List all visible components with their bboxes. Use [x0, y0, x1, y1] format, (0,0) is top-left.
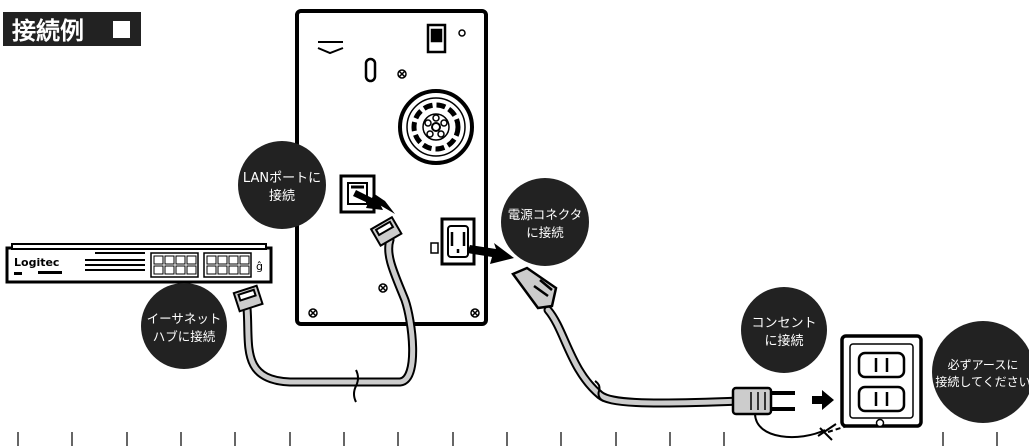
callout-hub-line2: ハブに接続 [153, 329, 216, 344]
screw-icon [308, 308, 318, 318]
lan-cable [232, 190, 418, 403]
header-title: 接続例 [12, 17, 84, 45]
callout-earth-line2: 接続してください [935, 374, 1029, 389]
callout-hub-line1: イーサネット [147, 311, 222, 326]
switch-power-glyph: ĝ [256, 260, 263, 273]
callout-earth: 必ずアースに 接続してください [932, 321, 1029, 423]
wall-outlet [840, 334, 923, 428]
iec-plug-icon [511, 266, 558, 310]
rj45-plug-icon [369, 215, 403, 248]
switch-brand-label: Logitec [14, 256, 59, 269]
callout-outlet: コンセント に接続 [741, 287, 827, 373]
callout-earth-line1: 必ずアースに [948, 358, 1019, 372]
rj45-plug-icon [232, 284, 264, 313]
callout-power-line1: 電源コネクタ [508, 207, 583, 222]
switch-port-icon [153, 255, 250, 275]
cable-break-mark [594, 380, 604, 402]
earth-terminal-icon [875, 418, 885, 428]
callout-ethernet-hub: イーサネット ハブに接続 [141, 283, 227, 369]
callout-lan-line1: LANポートに [243, 171, 321, 186]
indicator-hole [458, 29, 466, 37]
wall-plug-icon [731, 386, 795, 416]
earth-clip-icon [817, 423, 837, 441]
nas-device [295, 9, 488, 326]
kensington-slot-icon [364, 57, 377, 83]
power-inlet-icon [430, 217, 476, 266]
insert-arrow-icon [353, 190, 395, 214]
callout-lan-line2: 接続 [269, 188, 295, 204]
switch-top-edge [11, 243, 267, 250]
screw-icon [397, 69, 407, 79]
screw-icon [378, 283, 388, 293]
cable-break-mark [353, 369, 359, 403]
bottom-tick-row [17, 432, 998, 446]
power-cord [467, 243, 877, 441]
screw-icon [470, 308, 480, 318]
callout-power-connector: 電源コネクタ に接続 [501, 178, 589, 266]
insert-arrow-icon [812, 390, 834, 410]
insert-arrow-icon [467, 243, 514, 264]
callout-outlet-line2: に接続 [764, 333, 803, 349]
nas-latch-icon [317, 41, 344, 55]
callout-lan-port: LANポートに 接続 [238, 141, 326, 229]
callout-outlet-line1: コンセント [751, 316, 816, 331]
fan-grille-icon [398, 89, 474, 165]
switch-led-row [14, 252, 145, 275]
outlet-plate [840, 334, 923, 428]
section-header: 接続例 [3, 12, 141, 46]
callout-power-line2: に接続 [526, 225, 564, 240]
ethernet-switch: Logitec ĝ [5, 243, 273, 284]
socket-icon [857, 351, 906, 413]
power-switch-icon [426, 23, 447, 54]
earth-wire [754, 413, 826, 439]
header-square-icon [113, 21, 130, 38]
